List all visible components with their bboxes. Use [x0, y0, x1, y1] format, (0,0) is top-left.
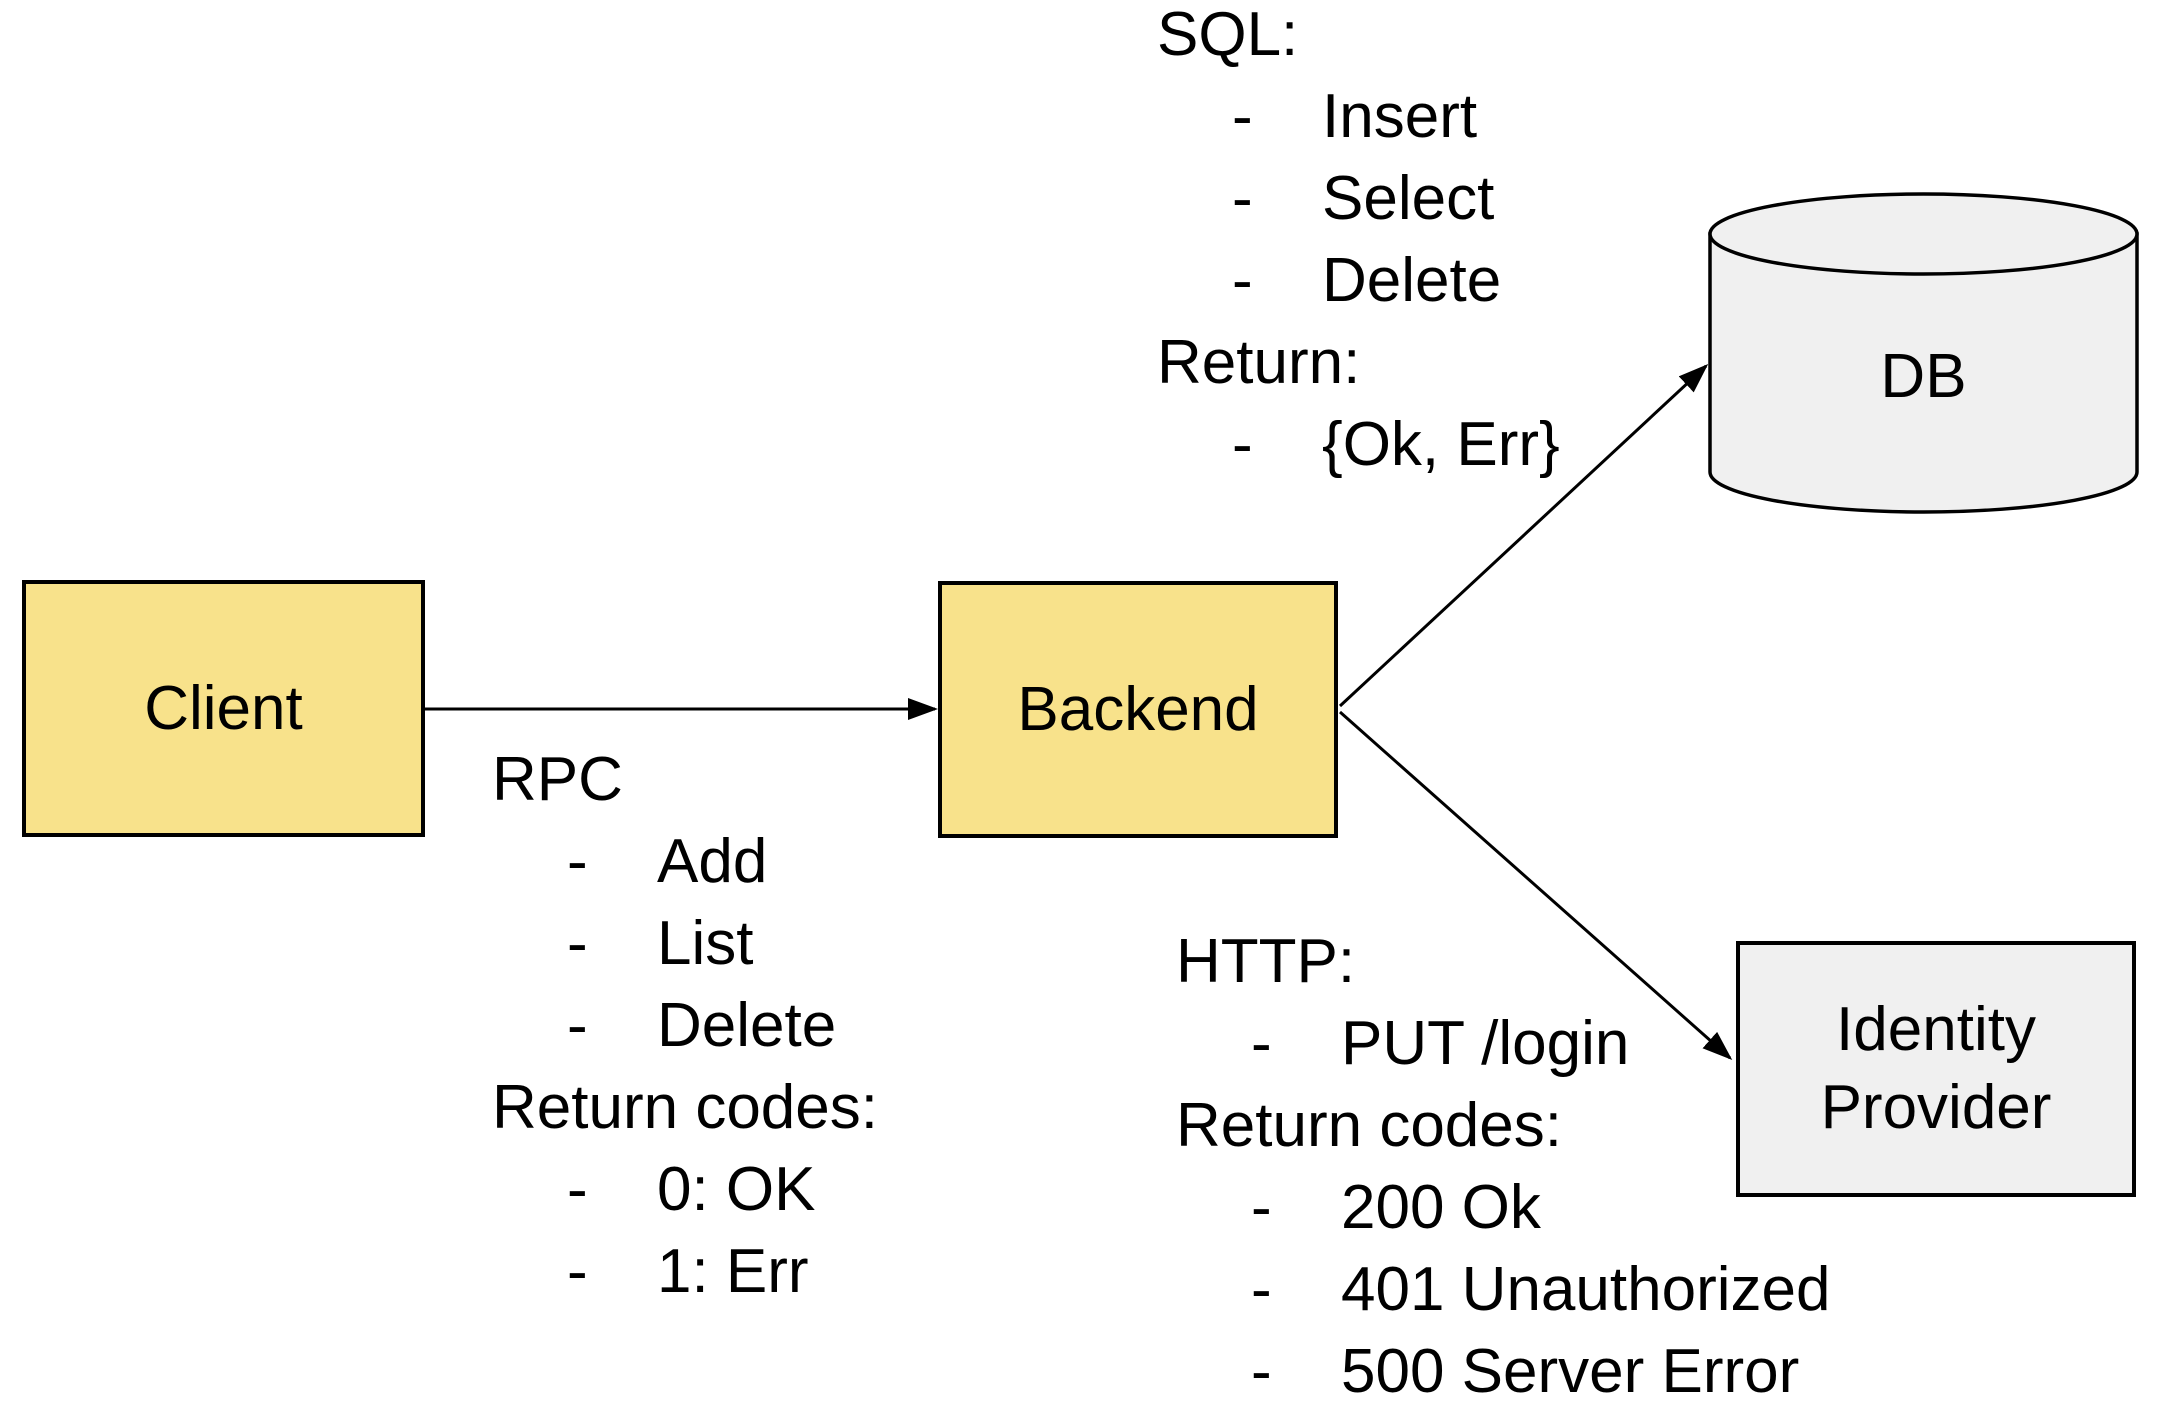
http-request: PUT /login	[1341, 1009, 1630, 1078]
rpc-return-code: 0: OK	[657, 1155, 816, 1224]
sql-statement: Select	[1322, 164, 1495, 233]
bullet-dash: -	[1232, 164, 1253, 233]
identity-provider-label-line2: Provider	[1820, 1073, 2052, 1142]
bullet-dash: -	[1251, 1009, 1272, 1078]
rpc-method-item: -Delete	[492, 985, 878, 1067]
db-cylinder	[1708, 192, 2139, 514]
rpc-title: RPC	[492, 745, 623, 814]
rpc-method-item: -Add	[492, 821, 878, 903]
rpc-method: Delete	[657, 991, 837, 1060]
sql-return-item: -{Ok, Err}	[1157, 404, 1560, 486]
node-client: Client	[22, 580, 425, 837]
rpc-return-item: -0: OK	[492, 1149, 878, 1231]
bullet-dash: -	[1232, 246, 1253, 315]
http-return-heading: Return codes:	[1176, 1091, 1562, 1160]
http-request-item: -PUT /login	[1176, 1003, 1830, 1085]
sql-return-value: {Ok, Err}	[1322, 410, 1560, 479]
node-identity-provider: Identity Provider	[1736, 941, 2136, 1197]
sql-statement-item: -Insert	[1157, 76, 1560, 158]
arrow-backend-to-db	[1338, 363, 1709, 708]
sql-statement: Insert	[1322, 82, 1478, 151]
sql-title: SQL:	[1157, 0, 1299, 69]
identity-provider-label-line1: Identity	[1836, 995, 2036, 1064]
rpc-method: List	[657, 909, 754, 978]
http-title: HTTP:	[1176, 927, 1356, 996]
rpc-return-item: -1: Err	[492, 1231, 878, 1313]
arrow-backend-to-identity-provider	[1339, 710, 1733, 1060]
edge-label-http: HTTP: -PUT /login Return codes: -200 Ok …	[1176, 921, 1830, 1413]
bullet-dash: -	[567, 1237, 588, 1306]
sql-statement-item: -Delete	[1157, 240, 1560, 322]
edge-label-sql: SQL: -Insert -Select -Delete Return: -{O…	[1157, 0, 1560, 486]
http-return-code: 200 Ok	[1341, 1173, 1541, 1242]
bullet-dash: -	[1251, 1255, 1272, 1324]
bullet-dash: -	[1232, 410, 1253, 479]
bullet-dash: -	[1251, 1173, 1272, 1242]
identity-provider-label: Identity Provider	[1821, 991, 2052, 1147]
rpc-method-item: -List	[492, 903, 878, 985]
bullet-dash: -	[567, 909, 588, 978]
http-return-item: -200 Ok	[1176, 1167, 1830, 1249]
rpc-method: Add	[657, 827, 768, 896]
rpc-return-heading: Return codes:	[492, 1073, 878, 1142]
bullet-dash: -	[567, 1155, 588, 1224]
node-backend: Backend	[938, 581, 1338, 838]
rpc-return-code: 1: Err	[657, 1237, 809, 1306]
db-cylinder-body	[1708, 232, 2139, 514]
bullet-dash: -	[1232, 82, 1253, 151]
sql-statement: Delete	[1322, 246, 1502, 315]
edge-label-rpc: RPC -Add -List -Delete Return codes: -0:…	[492, 739, 878, 1313]
db-label: DB	[1880, 342, 1967, 411]
http-return-item: -500 Server Error	[1176, 1331, 1830, 1413]
db-cylinder-top	[1708, 192, 2139, 276]
bullet-dash: -	[567, 827, 588, 896]
backend-label: Backend	[1017, 674, 1259, 744]
http-return-item: -401 Unauthorized	[1176, 1249, 1830, 1331]
sql-return-heading: Return:	[1157, 328, 1361, 397]
http-return-code: 500 Server Error	[1341, 1337, 1800, 1406]
http-return-code: 401 Unauthorized	[1341, 1255, 1831, 1324]
client-label: Client	[144, 673, 303, 743]
sql-statement-item: -Select	[1157, 158, 1560, 240]
bullet-dash: -	[1251, 1337, 1272, 1406]
bullet-dash: -	[567, 991, 588, 1060]
